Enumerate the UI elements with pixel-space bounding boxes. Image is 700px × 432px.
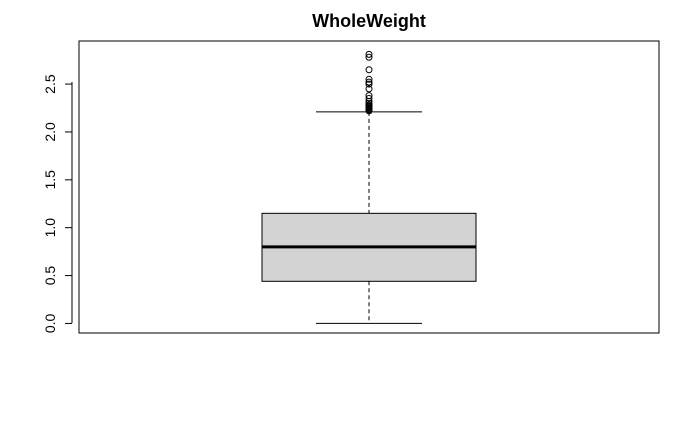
box-group [261, 111, 477, 324]
outlier-point [365, 94, 373, 102]
y-tick-label: 0.0 [42, 313, 58, 333]
plot-frame [78, 40, 660, 334]
y-tick-label: 2.0 [42, 122, 58, 142]
y-tick-label: 1.5 [42, 170, 58, 190]
outlier-point [365, 75, 373, 83]
outlier-point [365, 99, 373, 107]
chart-title: WholeWeight [312, 11, 426, 31]
outlier-point [365, 78, 373, 86]
outlier-point [365, 80, 373, 88]
outlier-point [365, 101, 373, 109]
outlier-point [365, 66, 373, 74]
outlier-group [365, 50, 373, 115]
y-tick-label: 2.5 [42, 74, 58, 94]
outlier-point [365, 53, 373, 61]
outlier-point [365, 85, 373, 93]
y-tick-label: 0.5 [42, 266, 58, 286]
y-axis-ticks: 0.0 0.5 1.0 1.5 2.0 2.5 [42, 74, 72, 333]
outlier-point [365, 50, 373, 58]
y-tick-label: 1.0 [42, 218, 58, 238]
outlier-point [365, 92, 373, 100]
